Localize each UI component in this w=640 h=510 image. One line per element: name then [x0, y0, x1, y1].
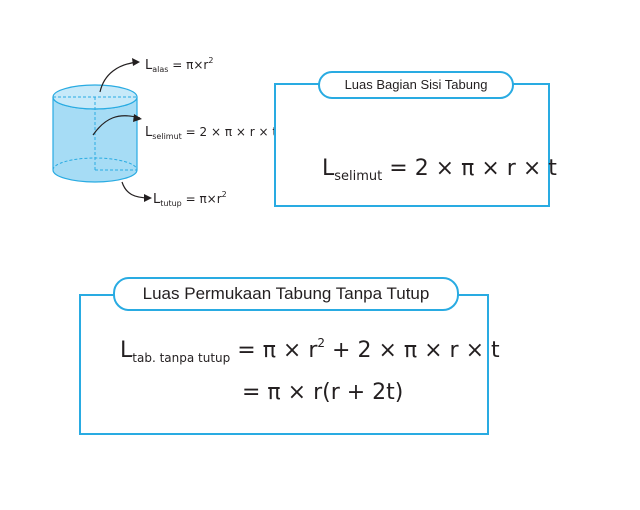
selimut-box-title: Luas Bagian Sisi Tabung — [318, 71, 514, 99]
surface-formula-line1: Ltab. tanpa tutup = π × r2 + 2 × π × r ×… — [120, 336, 500, 365]
selimut-formula: Lselimut = 2 × π × r × t — [322, 156, 557, 184]
label-tutup: Ltutup = π×r2 — [153, 190, 227, 208]
surface-box-title: Luas Permukaan Tabung Tanpa Tutup — [113, 277, 459, 311]
surface-formula-line2: = π × r(r + 2t) — [242, 380, 404, 405]
label-selimut: Lselimut = 2 × π × r × t — [145, 125, 278, 141]
selimut-formula-box — [274, 83, 550, 207]
label-alas: Lalas = π×r2 — [145, 56, 214, 74]
